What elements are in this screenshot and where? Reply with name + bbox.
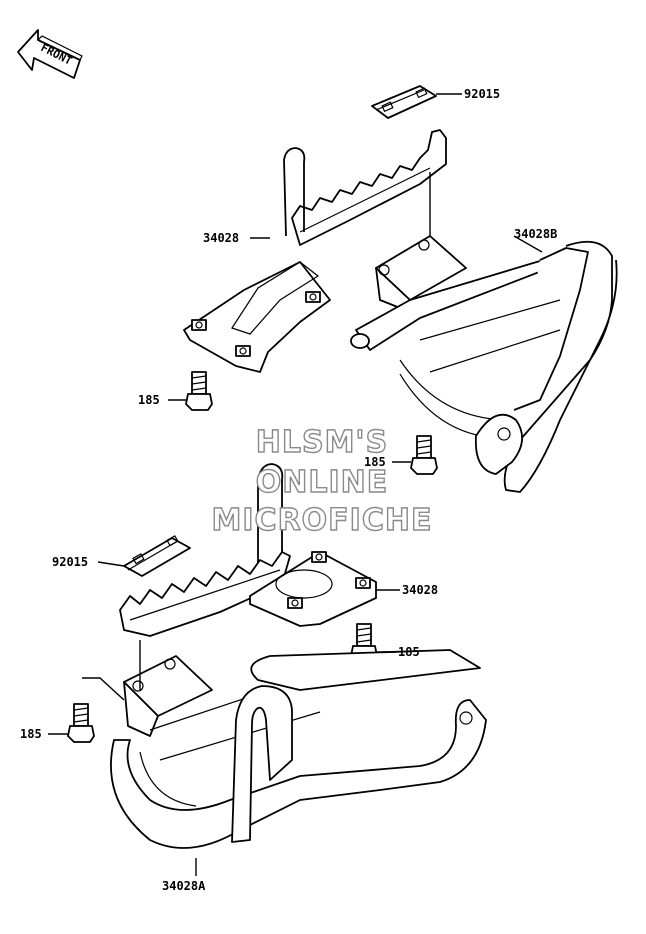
lower-bolt-left-part [67,703,95,743]
callout-top-plate: 92015 [464,87,500,101]
leader-lines [48,93,543,876]
callout-top-bolt-left: 185 [138,393,160,407]
lower-guard-part [110,649,487,849]
watermark-line-2: ONLINE [256,465,389,500]
callout-lower-step: 34028 [402,583,438,597]
callout-top-step: 34028 [203,231,239,245]
callout-top-bolt-right: 185 [364,455,386,469]
lower-plate-part [123,535,191,577]
top-bolt-right-part [410,435,438,475]
callouts: 92015 34028 34028B 185 185 92015 34028 1… [20,87,557,893]
watermark: HLSM'S ONLINE MICROFICHE [211,424,433,538]
watermark-line-3: MICROFICHE [212,503,433,538]
callout-top-guard: 34028B [514,227,557,241]
front-arrow-icon: FRONT [17,29,83,79]
lower-step-part [119,463,377,637]
callout-lower-bolt-left: 185 [20,727,42,741]
top-step-part [183,129,447,373]
top-bolt-left-part [185,371,213,411]
callout-lower-guard: 34028A [162,879,206,893]
top-plate-part [371,85,437,119]
callout-lower-bolt-mid: 185 [398,645,420,659]
callout-lower-plate: 92015 [52,555,88,569]
watermark-line-1: HLSM'S [256,425,388,460]
top-guard-part [350,235,618,493]
